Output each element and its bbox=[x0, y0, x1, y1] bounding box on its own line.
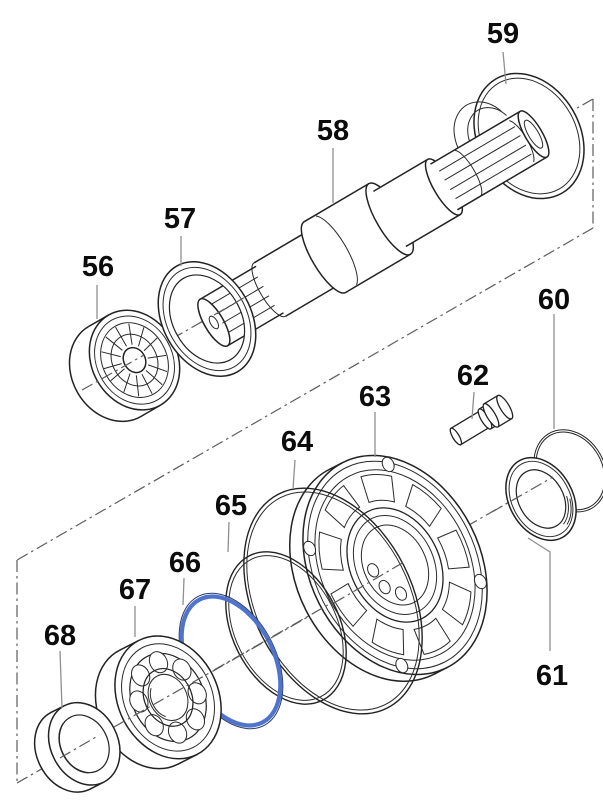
part-65-ring bbox=[202, 532, 371, 725]
axis-middle bbox=[17, 228, 593, 560]
leader-68 bbox=[60, 651, 62, 708]
part-label-58: 58 bbox=[317, 115, 349, 147]
part-label-56: 56 bbox=[82, 251, 114, 283]
part-label-62: 62 bbox=[457, 360, 489, 392]
housing-inner-bearing bbox=[365, 555, 408, 608]
part-label-60: 60 bbox=[538, 284, 570, 316]
axis-overlay-segments bbox=[60, 296, 553, 758]
part-label-68: 68 bbox=[44, 620, 76, 652]
part-label-67: 67 bbox=[119, 574, 151, 606]
part-label-57: 57 bbox=[164, 203, 196, 235]
leader-65 bbox=[228, 522, 229, 552]
part-label-63: 63 bbox=[359, 381, 391, 413]
part-62-bolt bbox=[446, 393, 515, 449]
leader-62 bbox=[472, 392, 474, 419]
part-label-59: 59 bbox=[487, 18, 519, 50]
callout-labels: 56 57 58 59 60 61 62 63 64 65 66 67 68 bbox=[44, 18, 570, 692]
part-label-66: 66 bbox=[169, 547, 201, 579]
part-58-shaft bbox=[185, 95, 562, 363]
needle-rollers bbox=[89, 312, 180, 409]
part-label-64: 64 bbox=[281, 426, 313, 458]
part-label-61: 61 bbox=[536, 660, 568, 692]
leader-64 bbox=[293, 460, 295, 489]
part-68-spacer-bushing bbox=[21, 690, 134, 800]
leader-66 bbox=[183, 578, 184, 605]
leader-lines bbox=[60, 52, 554, 708]
part-67-ball-bearing bbox=[75, 618, 242, 787]
leader-59 bbox=[503, 52, 506, 84]
part-label-65: 65 bbox=[215, 490, 247, 522]
housing-windows bbox=[290, 449, 501, 681]
leader-61 bbox=[528, 538, 550, 651]
axis-lower bbox=[17, 477, 553, 783]
part-57-ring bbox=[138, 244, 275, 394]
part-61-seal-ring bbox=[492, 445, 591, 553]
housing-flange-holes bbox=[283, 442, 506, 688]
bearing-balls bbox=[114, 639, 221, 755]
